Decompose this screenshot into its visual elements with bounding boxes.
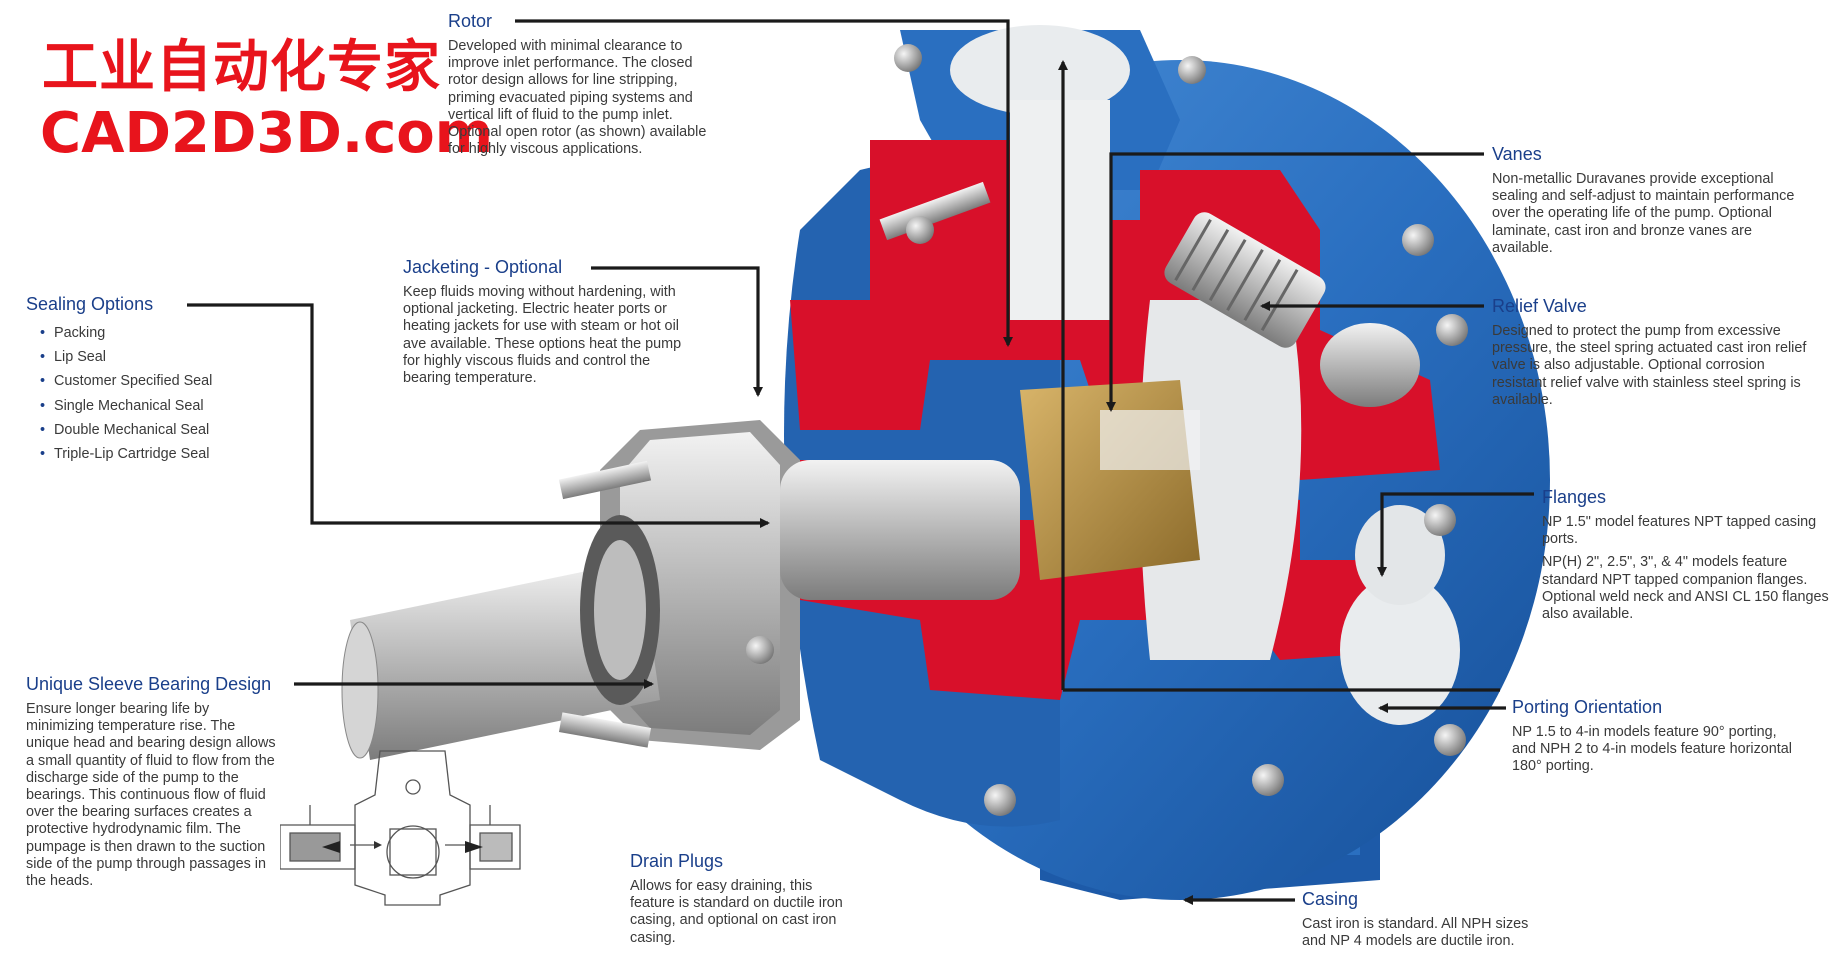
callout-sealing-options: Sealing Options •Packing •Lip Seal •Cust…	[26, 293, 266, 466]
relief-title: Relief Valve	[1492, 296, 1587, 316]
vanes-title: Vanes	[1492, 144, 1542, 164]
bearing-description: Ensure longer bearing life by minimizing…	[26, 701, 276, 890]
list-item: •Single Mechanical Seal	[40, 397, 204, 414]
callout-drain-plugs: Drain Plugs Allows for easy draining, th…	[630, 850, 852, 947]
callout-flanges: Flanges NP 1.5" model features NPT tappe…	[1542, 486, 1838, 623]
bearing-title: Unique Sleeve Bearing Design	[26, 674, 272, 694]
casing-bolts	[746, 44, 1468, 816]
callout-jacketing: Jacketing - Optional Keep fluids moving …	[403, 256, 685, 387]
jacketing-title: Jacketing - Optional	[403, 257, 563, 277]
callout-relief-valve: Relief Valve Designed to protect the pum…	[1492, 295, 1814, 409]
drain-description: Allows for easy draining, this feature i…	[630, 878, 843, 946]
leader-rotor	[515, 19, 1013, 347]
leader-lines	[187, 19, 1534, 905]
vanes-description: Non-metallic Duravanes provide exception…	[1492, 171, 1795, 256]
rotor-description: Developed with minimal clearance to impr…	[448, 38, 707, 158]
list-item: •Lip Seal	[40, 349, 107, 366]
callout-sleeve-bearing: Unique Sleeve Bearing Design Ensure long…	[26, 673, 276, 890]
casing-description: Cast iron is standard. All NPH sizes and…	[1302, 916, 1529, 950]
list-item: •Customer Specified Seal	[40, 373, 213, 390]
pump-body	[341, 25, 1550, 900]
leader-jacketing	[591, 266, 763, 397]
flanges-description-2: NP(H) 2", 2.5", 3", & 4" models feature …	[1542, 554, 1829, 623]
rotor-title: Rotor	[448, 11, 493, 31]
flanges-description-1: NP 1.5" model features NPT tapped casing…	[1542, 514, 1817, 548]
list-item: •Triple-Lip Cartridge Seal	[40, 446, 210, 463]
porting-description: NP 1.5 to 4-in models feature 90° portin…	[1512, 724, 1792, 775]
relief-description: Designed to protect the pump from excess…	[1492, 323, 1807, 408]
callout-porting-orientation: Porting Orientation NP 1.5 to 4-in model…	[1512, 696, 1802, 776]
callout-casing: Casing Cast iron is standard. All NPH si…	[1302, 888, 1532, 954]
casing-title: Casing	[1302, 889, 1359, 909]
porting-title: Porting Orientation	[1512, 697, 1663, 717]
watermark-url: CAD2D3D.com	[40, 101, 494, 166]
jacketing-description: Keep fluids moving without hardening, wi…	[403, 284, 682, 387]
callout-rotor: Rotor Developed with minimal clearance t…	[448, 10, 723, 158]
flanges-title: Flanges	[1542, 487, 1607, 507]
leader-flanges	[1377, 492, 1534, 577]
list-item: •Double Mechanical Seal	[40, 421, 210, 438]
list-item: •Packing	[40, 325, 106, 341]
sealing-options-list: •Packing •Lip Seal •Customer Specified S…	[26, 321, 266, 466]
leader-sealing	[187, 303, 770, 528]
sealing-title: Sealing Options	[26, 294, 154, 314]
relief-valve-spring	[1164, 212, 1420, 407]
leader-vanes	[1106, 152, 1484, 412]
bearing-flow-diagram	[280, 750, 521, 906]
drain-title: Drain Plugs	[630, 851, 724, 871]
callout-vanes: Vanes Non-metallic Duravanes provide exc…	[1492, 143, 1814, 257]
watermark-chinese: 工业自动化专家	[42, 35, 441, 100]
